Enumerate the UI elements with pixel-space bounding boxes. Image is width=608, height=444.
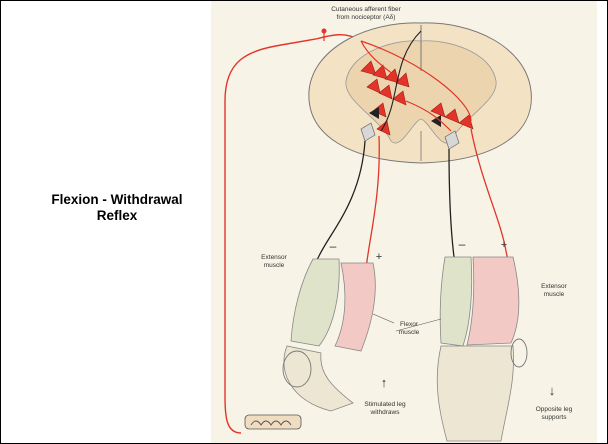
- right-shin: [437, 346, 513, 441]
- down-arrow-icon: ↓: [549, 383, 556, 398]
- left-thigh-extensor: [291, 259, 339, 346]
- sign-minus-left: –: [330, 239, 337, 253]
- right-thigh-flexor: [467, 257, 519, 345]
- sign-plus-left: +: [376, 251, 382, 263]
- stimulated-label-line-1: Stimulated leg: [364, 401, 406, 408]
- right-extensor-label-line-2: muscle: [544, 291, 565, 298]
- left-shin: [284, 346, 353, 411]
- right-extensor-label-line-1: Extensor: [541, 283, 567, 290]
- opposite-label-line-2: supports: [542, 414, 568, 421]
- opposite-label-line-1: Opposite leg: [536, 406, 573, 413]
- left-extensor-label-line-1: Extensor: [261, 254, 287, 261]
- left-extensor-label-line-2: muscle: [264, 262, 285, 269]
- flexor-label-line-2: muscle: [399, 329, 420, 336]
- stimulated-label-line-2: withdraws: [370, 409, 401, 416]
- sign-minus-right: –: [459, 237, 466, 251]
- fiber-label-line-2: from nociceptor (Aδ): [337, 14, 396, 21]
- fiber-label-line-1: Cutaneous afferent fiber: [331, 6, 401, 13]
- flexor-label-line-1: Flexor: [400, 321, 419, 328]
- right-thigh-extensor: [440, 257, 472, 346]
- left-thigh-flexor: [335, 263, 375, 351]
- up-arrow-icon: ↑: [381, 375, 388, 390]
- sign-plus-right: +: [501, 239, 507, 251]
